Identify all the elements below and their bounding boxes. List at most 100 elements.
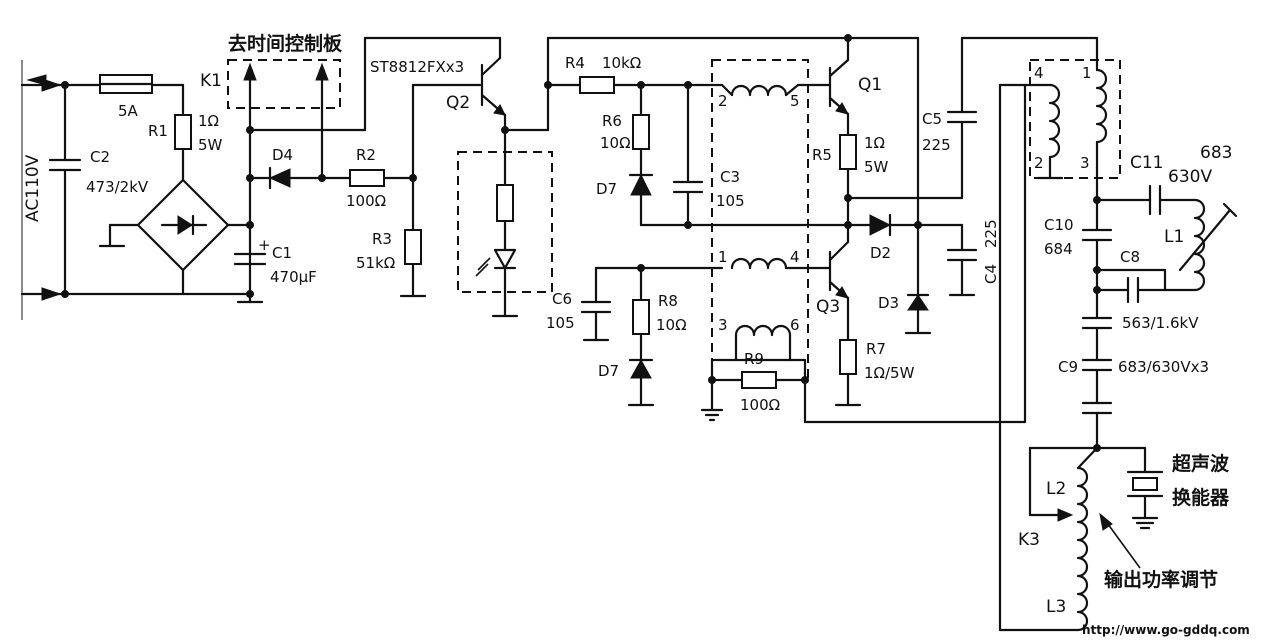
t-pin6: 6 [790, 316, 800, 334]
c1-name: C1 [272, 244, 292, 262]
t-pin3: 3 [718, 316, 728, 334]
c1-plus: + [258, 236, 271, 254]
out-pin1: 1 [1082, 64, 1092, 82]
c8-value: 563/1.6kV [1122, 314, 1199, 332]
t-pin4: 4 [790, 248, 800, 266]
r1-name: R1 [148, 122, 168, 140]
transformer-winding-2-5 [730, 84, 788, 97]
r7-name: R7 [866, 340, 886, 358]
l1-label: L1 [1164, 227, 1184, 247]
r9-resistor [741, 371, 777, 389]
c2-name: C2 [90, 148, 110, 166]
ac-input-section [20, 74, 252, 301]
d2-d3-c4-section [846, 213, 978, 335]
r8-name: R8 [658, 292, 678, 310]
r7-resistor [839, 339, 857, 375]
watermark-url: http://www.go-gddq.com [1082, 623, 1250, 637]
r4-resistor [579, 76, 615, 94]
transformer-winding-3-6 [734, 324, 792, 337]
t-pin2: 2 [718, 92, 728, 110]
r6-value: 10Ω [600, 134, 631, 152]
c6-name: C6 [552, 290, 572, 308]
output-section [998, 59, 1238, 632]
q2-name: Q2 [446, 93, 470, 113]
c10-name: C10 [1044, 216, 1074, 234]
r3-name: R3 [372, 230, 392, 248]
r5-value1: 1Ω [864, 134, 885, 152]
t-pin1: 1 [718, 248, 728, 266]
q2-part: ST8812FXx3 [370, 58, 464, 76]
r1-value2: 5W [198, 136, 223, 154]
output-winding-1-3 [1095, 68, 1108, 144]
c6-value: 105 [546, 314, 575, 332]
out-pin4: 4 [1034, 64, 1044, 82]
timer-board-label: 去时间控制板 [228, 32, 343, 55]
c11-value1: 683 [1200, 143, 1232, 163]
led-resistor [496, 184, 514, 222]
r6-resistor [632, 114, 650, 150]
c5-name: C5 [922, 110, 942, 128]
r1-resistor [174, 114, 192, 150]
r4-name: R4 [565, 54, 585, 72]
ac-input-label: AC110V [23, 154, 43, 222]
transducer-label-1: 超声波 [1171, 452, 1230, 475]
c3-name: C3 [720, 168, 740, 186]
q3-name: Q3 [816, 297, 840, 317]
c11-name: C11 [1130, 153, 1164, 173]
r2-name: R2 [356, 146, 376, 164]
output-winding-4-2 [1048, 83, 1061, 159]
transformer-winding-1-4 [730, 257, 788, 270]
c1-value: 470μF [270, 268, 317, 286]
c5-value: 225 [922, 136, 951, 154]
d7-top-label: D7 [596, 180, 617, 198]
out-pin3: 3 [1080, 154, 1090, 172]
d4-label: D4 [272, 146, 293, 164]
labels: AC110V 5A C2 473/2kV R1 1Ω 5W K1 去时间控制板 … [23, 32, 1250, 637]
c11-value2: 630V [1168, 167, 1212, 187]
r6-name: R6 [602, 112, 622, 130]
l2-label: L2 [1046, 479, 1066, 499]
t-pin5: 5 [790, 92, 800, 110]
r3-resistor [404, 229, 422, 265]
c10-value: 684 [1044, 240, 1073, 258]
r9-value: 100Ω [740, 396, 780, 414]
r7-value: 1Ω/5W [864, 364, 915, 382]
k1-timer-section [227, 36, 502, 304]
power-adjust-label: 输出功率调节 [1104, 568, 1218, 591]
q2-transistor [457, 36, 553, 318]
c4-name: C4 [982, 264, 1000, 284]
c4-value: 225 [982, 219, 1000, 248]
r9-name: R9 [744, 350, 764, 368]
fuse-label: 5A [118, 102, 139, 120]
r3-value: 51kΩ [356, 254, 395, 272]
transducer [1132, 477, 1158, 491]
r8-value: 10Ω [656, 316, 687, 334]
r5-resistor [839, 134, 857, 170]
r4-value: 10kΩ [602, 54, 641, 72]
r5-value2: 5W [864, 158, 889, 176]
c8-name: C8 [1120, 248, 1140, 266]
c9-name: C9 [1058, 358, 1078, 376]
r8-resistor [632, 299, 650, 335]
l1-inductor [1193, 198, 1206, 292]
d7-bottom-label: D7 [598, 362, 619, 380]
r2-resistor [349, 169, 385, 187]
c2-value: 473/2kV [86, 178, 149, 196]
lower-drive-section [580, 83, 1042, 424]
k3-label: K3 [1018, 530, 1040, 550]
timer-board-box [227, 59, 341, 109]
transducer-label-2: 换能器 [1172, 486, 1230, 509]
q1-name: Q1 [858, 75, 882, 95]
upper-drive-section [544, 34, 920, 381]
r1-value1: 1Ω [198, 112, 219, 130]
k1-label: K1 [200, 71, 222, 91]
output-transformer-box [1029, 59, 1121, 179]
d3-label: D3 [878, 294, 899, 312]
l3-label: L3 [1046, 597, 1066, 617]
r2-value: 100Ω [346, 192, 386, 210]
l2-l3-inductor [1076, 466, 1089, 632]
out-pin2: 2 [1034, 154, 1044, 172]
drive-transformer-box [711, 59, 809, 381]
c3-value: 105 [716, 192, 745, 210]
